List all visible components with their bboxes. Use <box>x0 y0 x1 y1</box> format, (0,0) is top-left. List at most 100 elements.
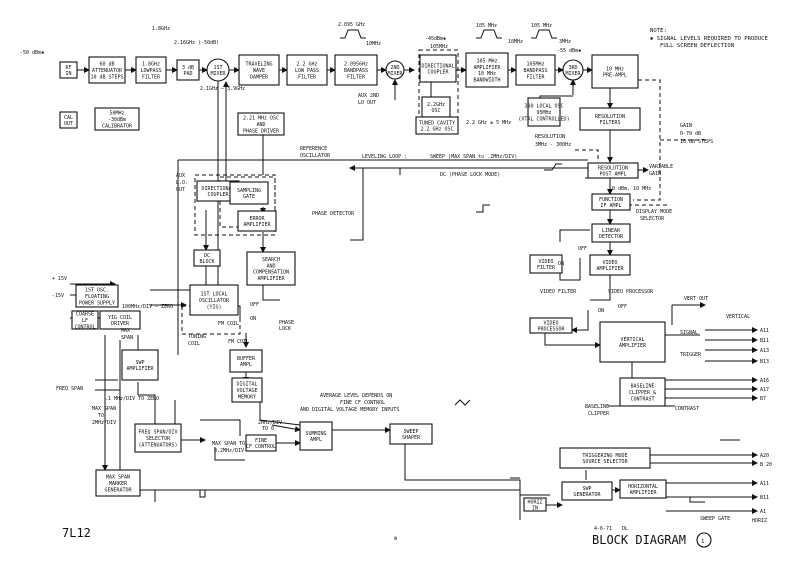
block-label: HORIZONTAL <box>628 484 658 490</box>
block-label: SEARCH <box>262 257 280 263</box>
2mz2-label: TO 0 <box>262 426 274 432</box>
auxlo2b-label: LO OUT <box>358 100 376 106</box>
block-label: SWP <box>582 486 591 492</box>
block-label: OSC <box>431 108 440 114</box>
block-frame <box>99 310 141 330</box>
mxs2-label: SPAN <box>121 335 133 341</box>
block-label: IF AMPL <box>600 203 621 209</box>
block-label: 50MHz <box>109 111 124 117</box>
block-label: 2.21 MHz OSC <box>243 116 279 122</box>
ha1-label: A1 <box>760 509 766 515</box>
22g5m-label: 2.2 GHz ± 5 MHz <box>466 120 511 126</box>
vgain2-label: GAIN <box>649 171 661 177</box>
signal-label: SIGNAL <box>680 330 698 336</box>
block-frame <box>238 54 280 86</box>
15p-label: + 15V <box>52 276 67 282</box>
on2-label: ON <box>558 261 564 267</box>
block-frame <box>71 310 99 330</box>
block-label: HORIZ <box>527 499 542 505</box>
block-label: LINEAR <box>602 228 621 234</box>
block-label: SELECTOR <box>146 436 171 442</box>
range-label: 2.1GHz — 3.9GHz <box>200 86 245 92</box>
block-frame <box>515 54 556 86</box>
block-frame <box>561 481 613 501</box>
block-frame <box>529 317 573 334</box>
block-label: AMPLIFIER <box>596 266 624 272</box>
res2-label: 3MHz - 300Hz <box>535 142 571 148</box>
block-frame <box>619 377 666 407</box>
block-label: DAMPER <box>250 74 269 80</box>
block-label: COMPENSATION <box>253 270 289 276</box>
block-label: CALIBRATOR <box>102 123 133 129</box>
mst-label: MAX SPAN <box>92 406 116 412</box>
block-frame <box>591 54 639 89</box>
block-label: 380 LOCAL OSC <box>524 104 563 110</box>
block-label: TUNED CAVITY <box>419 120 455 126</box>
mst2-label: TO <box>98 413 104 419</box>
block-label: BANDPASS <box>344 68 368 74</box>
block-label: GATE <box>243 194 255 200</box>
block-frame <box>237 112 285 136</box>
gain2-label: 0-70 dB <box>680 131 701 137</box>
block-label: FILTER <box>347 74 366 80</box>
50dbm-label: -50 dBm✱ <box>20 50 44 56</box>
block-label: TRIGGERING MODE <box>582 453 627 459</box>
waveform-glyphs <box>199 29 740 503</box>
mixer-label: MIXER <box>210 71 226 77</box>
block-label: PRE-AMPL <box>603 73 627 79</box>
block-frame <box>559 447 651 469</box>
aux1-label: AUX <box>176 173 185 179</box>
mixer-label: 2ND <box>390 65 399 71</box>
18g-label: 1.8GHz <box>152 26 170 32</box>
gain3-label: 10 dB STEPS <box>680 139 713 145</box>
block-label: 2.2GHz <box>427 102 445 108</box>
auxlo2-label: AUX 2ND <box>358 93 379 99</box>
drawing-initials: DL <box>622 526 628 532</box>
block-label: ERROR <box>249 216 265 222</box>
mxs-label: MAX <box>121 328 130 334</box>
105b-label: 105 MHz <box>476 23 497 29</box>
gain-label: GAIN <box>680 123 692 129</box>
pdet-label: PHASE DETECTOR <box>312 211 355 217</box>
216-label: 2.16GHz (-50dB) <box>174 40 219 46</box>
block-label: AMPLIFIER <box>126 366 154 372</box>
fm-label: FM COIL <box>218 321 239 327</box>
block-label: AND <box>256 122 265 128</box>
block-label: GENERATOR <box>573 492 601 498</box>
block-frame <box>229 181 269 205</box>
block-label: SWP <box>135 360 144 366</box>
sweep-label: SWEEP (MAX SPAN to .2MHz/DIV) <box>430 154 517 160</box>
block-label: CAL <box>64 115 73 121</box>
block-frame <box>334 54 378 86</box>
mixer-icon <box>562 59 584 81</box>
block-label: AMPL <box>240 362 252 368</box>
block-label: VIDEO <box>543 320 558 326</box>
block-frame <box>75 284 119 308</box>
block-label: SWEEP <box>403 429 418 435</box>
a17-label: A17 <box>760 387 769 393</box>
block-label: SHAPER <box>402 435 421 441</box>
block-label: WAVE <box>253 68 265 74</box>
off-label: OFF <box>250 302 259 308</box>
tune-label: TUNING <box>188 334 206 340</box>
ha11-label: A11 <box>760 481 769 487</box>
msp-label: MAX SPAN TO <box>212 441 245 447</box>
mixer-label: 1ST <box>213 65 222 71</box>
block-label: (XTAL CONTROLLED) <box>518 116 569 122</box>
mixer-label: MIXER <box>387 71 403 77</box>
